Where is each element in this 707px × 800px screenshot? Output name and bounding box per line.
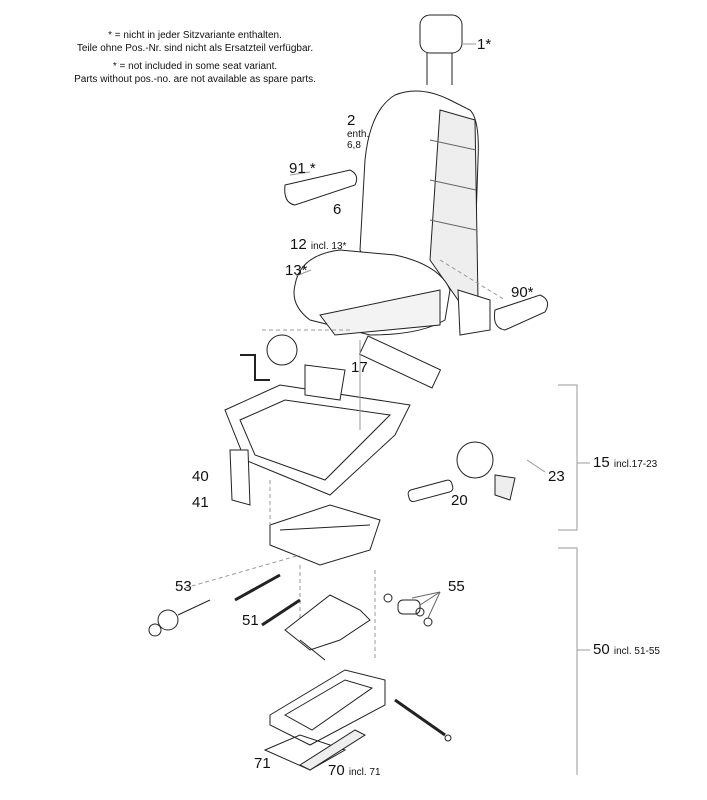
label-50-number: 50 (593, 641, 610, 658)
label-53: 53 (175, 578, 192, 595)
assembly-brackets (526, 384, 590, 775)
label-90: 90* (511, 284, 534, 301)
label-50-incl: incl. 51-55 (613, 646, 660, 657)
note-english: * = not included in some seat variant. P… (60, 60, 330, 86)
label-70-incl: incl. 71 (348, 767, 381, 778)
note-en-line2: Parts without pos.-no. are not available… (74, 74, 316, 85)
seat-cushion-part (293, 249, 451, 336)
label-91: 91 * (289, 160, 316, 177)
label-17: 17 (351, 359, 368, 376)
label-70-number: 70 (328, 762, 345, 779)
note-de-line2: Teile ohne Pos.-Nr. sind nicht als Ersat… (76, 43, 314, 54)
label-15-incl: incl.17-23 (613, 459, 658, 470)
label-20: 20 (451, 492, 468, 509)
label-6: 6 (333, 201, 342, 218)
label-1: 1* (477, 36, 492, 53)
backrest-part (359, 90, 491, 336)
label-12-incl: incl. 13* (310, 241, 347, 252)
label-23: 23 (548, 468, 565, 485)
note-en-line1: * = not included in some seat variant. (112, 61, 278, 72)
seat-adjuster-frame-part (224, 329, 516, 506)
label-2: 2 (347, 112, 356, 129)
label-15-number: 15 (593, 454, 610, 471)
label-12: 12 incl. 13* (290, 237, 346, 255)
label-55: 55 (448, 578, 465, 595)
label-2-contains: enth. (347, 129, 370, 140)
scissor-and-springs-part (148, 554, 441, 661)
label-2-parts: 6,8 (347, 140, 361, 151)
label-12-number: 12 (290, 236, 307, 253)
note-german: * = nicht in jeder Sitzvariante enthalte… (60, 29, 330, 55)
label-40: 40 (192, 468, 209, 485)
armrest-right-part (439, 259, 549, 331)
note-de-line1: * = nicht in jeder Sitzvariante enthalte… (108, 30, 282, 41)
armrest-left-part (284, 169, 358, 206)
label-41: 41 (192, 494, 209, 511)
label-13: 13* (285, 262, 308, 279)
suspension-mechanism-part (269, 480, 381, 660)
label-15: 15 incl.17-23 (593, 455, 657, 473)
label-71: 71 (254, 755, 271, 772)
headrest-part (419, 14, 476, 85)
label-50: 50 incl. 51-55 (593, 642, 660, 660)
label-70: 70 incl. 71 (328, 763, 381, 781)
label-51: 51 (242, 612, 259, 629)
base-frame-part (263, 669, 452, 771)
